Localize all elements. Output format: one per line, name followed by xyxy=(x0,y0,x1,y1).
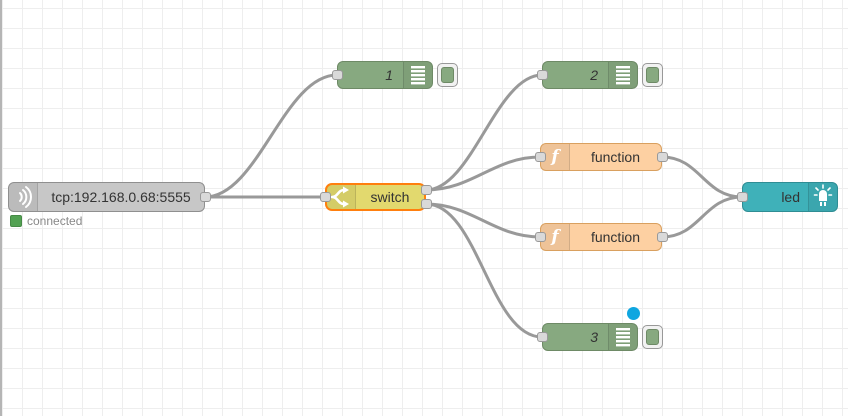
port-output2-switch[interactable] xyxy=(421,199,432,209)
node-tcp-in[interactable]: tcp:192.168.0.68:5555 xyxy=(8,182,205,212)
node-label: led xyxy=(781,189,800,205)
node-label: 3 xyxy=(590,329,598,345)
node-debug-1[interactable]: 1 xyxy=(337,61,433,89)
debug-icon xyxy=(608,62,637,88)
status-dot xyxy=(10,215,22,227)
port-output-function1[interactable] xyxy=(657,152,668,162)
port-input-debug1[interactable] xyxy=(332,70,343,80)
port-input-function1[interactable] xyxy=(535,152,546,162)
wire-tcp-to-debug1[interactable] xyxy=(203,73,339,199)
wire-switch-to-debug3[interactable] xyxy=(424,202,544,339)
node-label: 1 xyxy=(385,67,393,83)
wire-function1-to-led[interactable] xyxy=(660,155,744,199)
port-input-switch[interactable] xyxy=(320,192,331,202)
node-debug-2[interactable]: 2 xyxy=(542,61,638,89)
node-switch[interactable]: switch xyxy=(325,183,426,211)
node-function-1[interactable]: f function xyxy=(540,143,662,171)
node-label: function xyxy=(590,149,641,165)
port-output1-switch[interactable] xyxy=(421,185,432,195)
port-input-debug3[interactable] xyxy=(537,332,548,342)
debug-toggle-button[interactable] xyxy=(437,63,458,87)
node-led[interactable]: led xyxy=(742,182,838,212)
wire-switch-to-debug2[interactable] xyxy=(424,73,544,192)
port-output-function2[interactable] xyxy=(657,232,668,242)
node-status: connected xyxy=(10,214,82,228)
canvas-left-edge xyxy=(0,0,2,416)
bridge-icon xyxy=(9,183,38,211)
switch-icon xyxy=(327,185,356,209)
node-label: 2 xyxy=(590,67,598,83)
port-input-function2[interactable] xyxy=(535,232,546,242)
node-function-2[interactable]: f function xyxy=(540,223,662,251)
wire-switch-to-function2[interactable] xyxy=(424,202,542,239)
debug-icon xyxy=(403,62,432,88)
debug-icon xyxy=(608,324,637,350)
node-changed-dot xyxy=(627,307,640,320)
node-label: switch xyxy=(370,189,410,205)
wire-function2-to-led[interactable] xyxy=(660,195,744,239)
port-input-debug2[interactable] xyxy=(537,70,548,80)
node-label: tcp:192.168.0.68:5555 xyxy=(51,189,191,205)
node-label: function xyxy=(590,229,641,245)
port-input-led[interactable] xyxy=(737,192,748,202)
status-text: connected xyxy=(27,214,83,228)
debug-toggle-button[interactable] xyxy=(642,325,663,349)
wire-switch-to-function1[interactable] xyxy=(424,155,542,192)
led-icon xyxy=(808,183,837,211)
node-debug-3[interactable]: 3 xyxy=(542,323,638,351)
debug-toggle-button[interactable] xyxy=(642,63,663,87)
port-output-tcp[interactable] xyxy=(200,192,211,202)
